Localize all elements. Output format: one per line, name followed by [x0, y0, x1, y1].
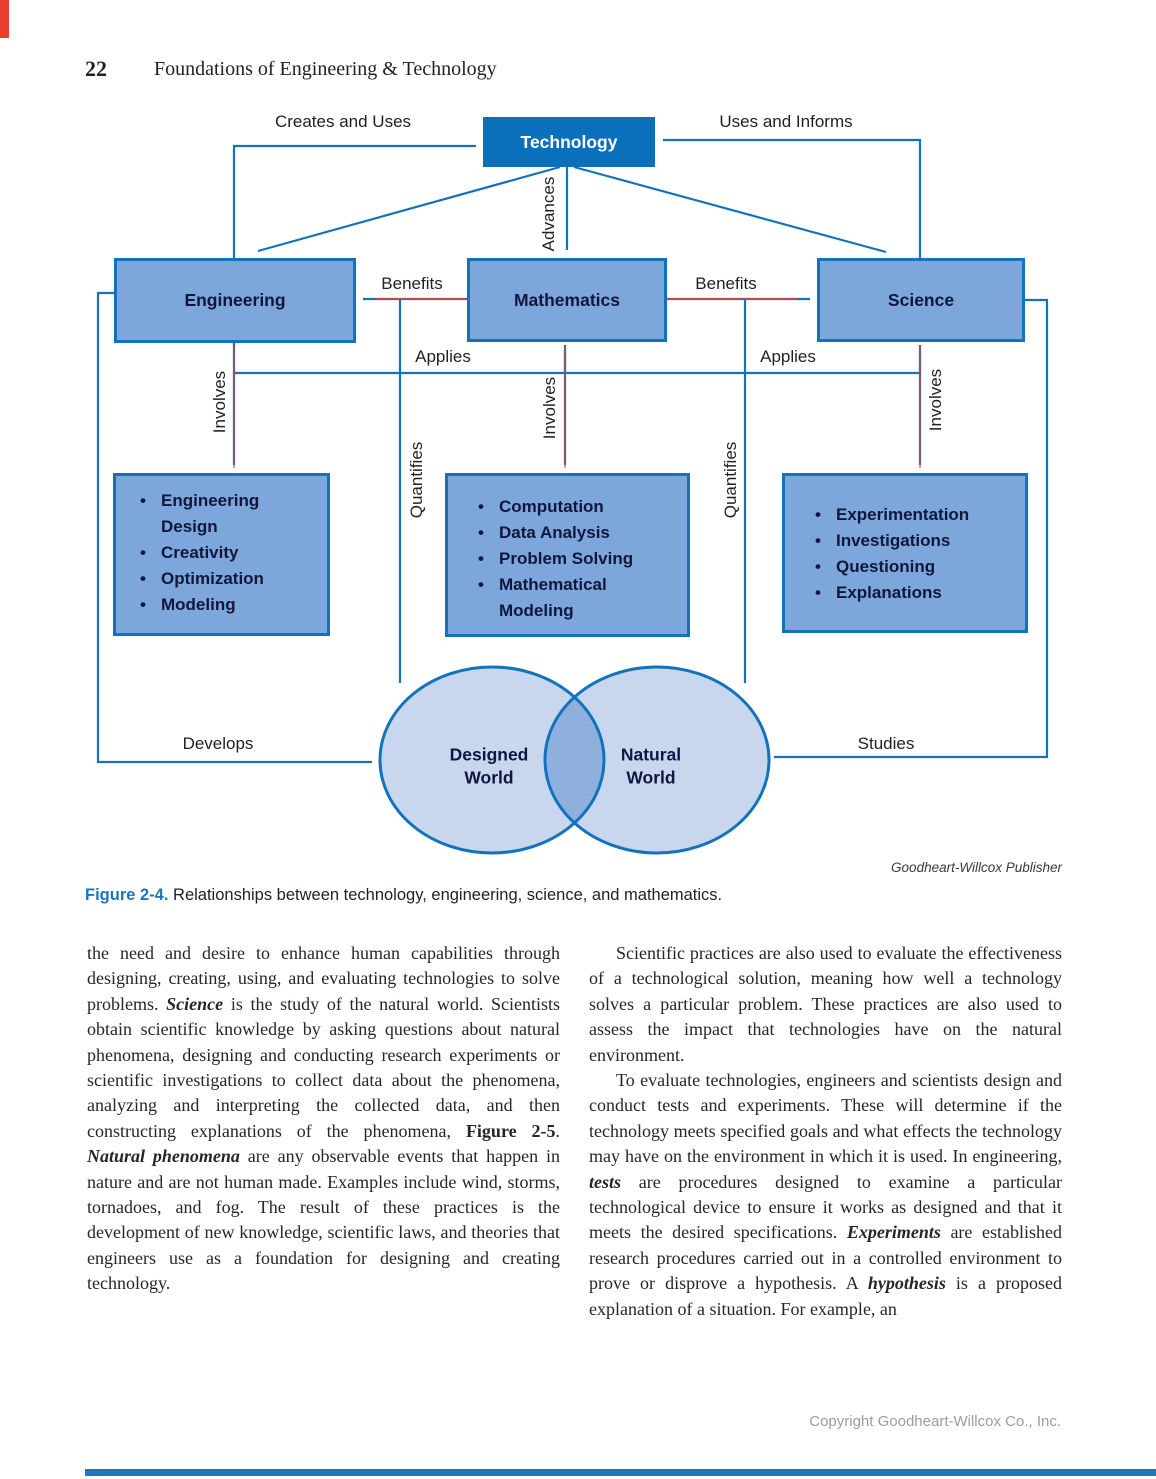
body-paragraph: Scientific practices are also used to ev… — [589, 943, 1062, 1065]
list-item: •Optimization — [140, 566, 319, 592]
edge-label-benefits-right: Benefits — [695, 274, 757, 293]
edge-label-involves-science: Involves — [926, 368, 945, 432]
venn-label-natural-world: Natural World — [620, 744, 682, 788]
edge-label-creates-and-uses: Creates and Uses — [274, 112, 412, 131]
edge-label-benefits-left: Benefits — [381, 274, 443, 293]
node-technology: Technology — [483, 117, 655, 167]
bullet-icon: • — [140, 543, 146, 562]
bullet-icon: • — [815, 531, 821, 550]
edge-label-applies-right: Applies — [760, 347, 816, 366]
copyright-footer: Copyright Goodheart-Willcox Co., Inc. — [809, 1413, 1061, 1430]
bullet-icon: • — [478, 497, 484, 516]
bullet-icon: • — [815, 557, 821, 576]
page-bottom-rule — [85, 1469, 1156, 1476]
science-list: •Experimentation •Investigations •Questi… — [782, 473, 1028, 633]
body-column-right: Scientific practices are also used to ev… — [589, 941, 1062, 1322]
list-item: •Investigations — [815, 528, 1017, 554]
page-number: 22 — [85, 56, 107, 81]
node-engineering: Engineering — [114, 258, 356, 343]
figure-caption-text: Relationships between technology, engine… — [173, 886, 723, 904]
figure-caption: Figure 2-4. Relationships between techno… — [85, 886, 1065, 905]
figure-2-4-diagram-lines — [96, 138, 1049, 855]
list-item: •Questioning — [815, 554, 1017, 580]
list-item: •Modeling — [140, 592, 319, 618]
bullet-icon: • — [478, 549, 484, 568]
bullet-icon: • — [815, 505, 821, 524]
bullet-icon: • — [815, 583, 821, 602]
bullet-icon: • — [478, 523, 484, 542]
list-item: •Experimentation — [815, 502, 1017, 528]
bullet-icon: • — [478, 575, 484, 594]
list-item: •Creativity — [140, 540, 319, 566]
mathematics-list: •Computation •Data Analysis •Problem Sol… — [445, 473, 690, 637]
figure-caption-label: Figure 2-4. — [85, 886, 169, 904]
edge-label-applies-left: Applies — [415, 347, 471, 366]
edge-label-studies: Studies — [857, 734, 915, 753]
venn-label-designed-world: Designed World — [449, 744, 529, 788]
edge-label-uses-and-informs: Uses and Informs — [719, 112, 853, 131]
list-item: •Problem Solving — [478, 546, 679, 572]
page-edge-tab — [0, 0, 9, 38]
node-science: Science — [817, 258, 1025, 342]
bullet-icon: • — [140, 595, 146, 614]
list-item: •Engineering Design — [140, 488, 319, 540]
list-item: •Mathematical Modeling — [478, 572, 679, 624]
node-mathematics: Mathematics — [467, 258, 667, 342]
edge-label-advances: Advances — [539, 176, 558, 252]
edge-label-involves-mathematics: Involves — [540, 376, 559, 440]
body-paragraph: To evaluate technologies, engineers and … — [589, 1070, 1062, 1319]
body-column-left: the need and desire to enhance human cap… — [87, 941, 560, 1297]
figure-credit: Goodheart-Willcox Publisher — [891, 860, 1062, 875]
engineering-list: •Engineering Design •Creativity •Optimiz… — [113, 473, 330, 636]
list-item: •Computation — [478, 494, 679, 520]
venn-diagram — [378, 665, 771, 855]
edge-label-develops: Develops — [182, 734, 254, 753]
edge-label-involves-engineering: Involves — [210, 370, 229, 434]
running-head: Foundations of Engineering & Technology — [154, 58, 497, 80]
list-item: •Explanations — [815, 580, 1017, 606]
bullet-icon: • — [140, 491, 146, 510]
list-item: •Data Analysis — [478, 520, 679, 546]
body-paragraph: the need and desire to enhance human cap… — [87, 943, 560, 1294]
edge-label-quantifies-right: Quantifies — [721, 441, 740, 519]
bullet-icon: • — [140, 569, 146, 588]
edge-label-quantifies-left: Quantifies — [407, 441, 426, 519]
